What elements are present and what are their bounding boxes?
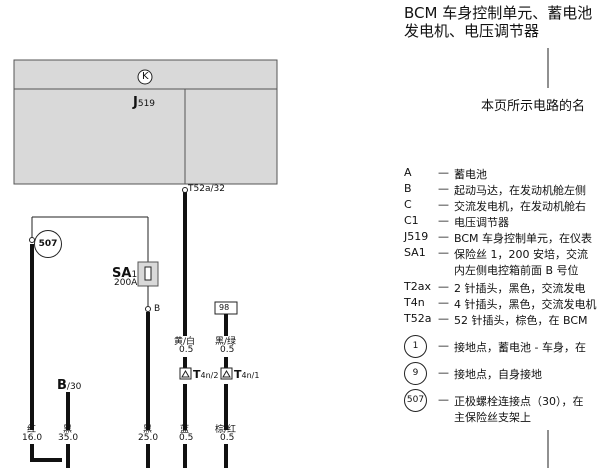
- legend-dash: —: [438, 198, 449, 211]
- fuse-sa1-rating: 200A: [114, 278, 138, 288]
- legend-dash: —: [438, 246, 449, 259]
- legend-dash: —: [438, 182, 449, 195]
- connector-t52a-label: T52a/32: [188, 184, 225, 194]
- legend-code: T52a: [404, 312, 432, 325]
- wire-black-35-color: 黑: [63, 425, 73, 435]
- legend-code: C: [404, 198, 412, 211]
- wire-black-green-gauge: 0.5: [220, 345, 235, 355]
- legend-circle-code: 1: [404, 335, 427, 358]
- legend-dash: —: [438, 366, 449, 379]
- wire-black-25-color: 黑: [143, 425, 153, 435]
- connector-t4n-1-arrow: [222, 370, 231, 378]
- connector-t52a-dot: [182, 187, 188, 193]
- connector-t4n-2-arrow: [181, 370, 190, 378]
- connector-t4n-2-label: T4n/2: [193, 368, 218, 381]
- wire-blue-gauge: 0.5: [179, 433, 194, 443]
- legend-desc: 电压调节器: [454, 216, 509, 229]
- wire-black-35-gauge: 35.0: [58, 433, 79, 443]
- control-unit-symbol: K: [142, 71, 149, 82]
- legend-dash: —: [438, 280, 449, 293]
- legend-dash: —: [438, 339, 449, 352]
- terminal-b30-main: B: [57, 378, 67, 393]
- terminal-b30-sub: /30: [66, 382, 82, 392]
- legend-desc-continued: 主保险丝支架上: [454, 411, 531, 424]
- legend-code: T2ax: [404, 280, 431, 293]
- control-unit-label-main: J: [133, 95, 138, 110]
- wire-black-25-gauge: 25.0: [138, 433, 159, 443]
- legend-code: SA1: [404, 246, 426, 259]
- legend-desc: 52 针插头，棕色，在 BCM: [454, 314, 588, 327]
- legend-dash: —: [438, 393, 449, 406]
- small-box-98-label: 98: [219, 303, 230, 312]
- connector-t4n-1-label: T4n/1: [234, 368, 259, 381]
- legend-desc: 4 针插头，黑色，交流发电机: [454, 298, 597, 311]
- connector-t4n-1-sub: 4n/1: [241, 371, 260, 380]
- legend-code: J519: [404, 230, 429, 243]
- wire-yellow-white-color: 黄/白: [174, 337, 196, 347]
- legend-desc: BCM 车身控制单元，在仪表: [454, 232, 593, 245]
- control-unit-label-sub: 519: [137, 99, 156, 109]
- wire-red-16-color: 红: [27, 425, 37, 435]
- legend-desc: 交流发电机，在发动机舱右: [454, 200, 586, 213]
- legend-circle-code: 507: [404, 389, 427, 412]
- wire-brown-red-color: 棕/红: [215, 425, 237, 435]
- page-caption: 本页所示电路的名: [481, 99, 586, 114]
- wire-black-green-color: 黑/绿: [215, 337, 237, 347]
- wire-blue-color: 蓝: [180, 425, 190, 435]
- legend-code: T4n: [404, 296, 425, 309]
- legend-desc: 正极螺栓连接点（30），在: [454, 395, 584, 408]
- connector-t4n-2-sub: 4n/2: [200, 371, 219, 380]
- legend-dash: —: [438, 166, 449, 179]
- legend-desc: 接地点，蓄电池 - 车身，在: [454, 341, 586, 354]
- legend-desc: 保险丝 1，200 安培，交流: [454, 248, 588, 261]
- control-unit-symbol-circle: [137, 69, 153, 85]
- wire-red-16-gauge: 16.0: [22, 433, 43, 443]
- terminal-b30-label: B/30: [57, 374, 81, 393]
- fuse-sa1-pin: B: [154, 304, 161, 314]
- connector-t4n-1-box: [220, 367, 233, 380]
- page-title-line2: 发电机、电压调节器: [404, 22, 540, 40]
- wire-yellow-white-gauge: 0.5: [179, 345, 194, 355]
- fuse-sa1-pin-dot: [145, 306, 151, 312]
- legend-desc: 蓄电池: [454, 168, 487, 181]
- fuse-sa1-label-main: SA: [112, 266, 132, 281]
- legend-code: C1: [404, 214, 419, 227]
- fuse-sa1-element: [144, 266, 152, 281]
- legend-code: A: [404, 166, 412, 179]
- wire-brown-red-gauge: 0.5: [220, 433, 235, 443]
- page-title-line1: BCM 车身控制单元、蓄电池: [404, 4, 593, 22]
- legend-desc: 接地点，自身接地: [454, 368, 542, 381]
- control-unit-label: J519: [133, 91, 155, 110]
- legend-code: B: [404, 182, 412, 195]
- connector-t4n-2-box: [179, 367, 192, 380]
- legend-dash: —: [438, 214, 449, 227]
- connector-t4n-1-main: T: [234, 368, 242, 381]
- legend-dash: —: [438, 230, 449, 243]
- legend-dash: —: [438, 312, 449, 325]
- legend-desc-continued: 内左侧电控箱前面 B 号位: [454, 264, 579, 277]
- connector-t4n-2-main: T: [193, 368, 201, 381]
- fuse-sa1-label-sub: 1: [131, 270, 138, 280]
- legend-circle-code: 9: [404, 362, 427, 385]
- ground-badge-507: 507: [34, 230, 62, 258]
- legend-desc: 起动马达，在发动机舱左侧: [454, 184, 586, 197]
- legend-desc: 2 针插头，黑色，交流发电: [454, 282, 586, 295]
- fuse-sa1-label: SA1: [112, 262, 137, 281]
- legend-dash: —: [438, 296, 449, 309]
